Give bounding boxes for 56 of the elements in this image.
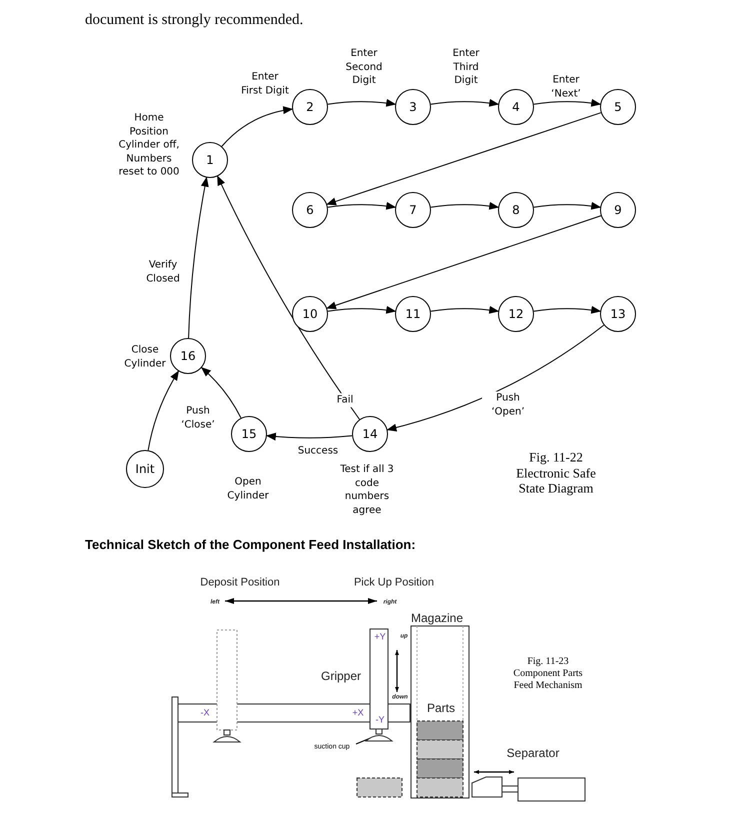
state-circle: 16 [170,338,206,374]
state-circle: 7 [395,192,431,228]
state-note: Open Cylinder [226,476,270,502]
arrow [533,306,602,314]
arrow [327,99,396,107]
arrow [326,215,602,310]
arrow [533,202,602,210]
axis-label: +Y [374,632,386,642]
arrow [188,176,209,338]
position-label: Deposit Position [200,576,280,590]
state-circle: 12 [498,296,534,332]
part-label: Parts [427,700,455,716]
part-label: Separator [506,746,560,760]
part-label: Gripper [321,668,361,684]
body-text: document is strongly recommended. [85,11,304,29]
edge-label: Fail [336,393,354,407]
state-circle: 5 [600,89,636,125]
axis-label: -Y [376,714,384,726]
arrow [200,367,242,418]
state-circle: 1 [192,142,228,178]
state-circle: 6 [292,192,328,228]
arrow [533,98,602,107]
state-circle: 9 [600,192,636,228]
state-circle: 8 [498,192,534,228]
state-note: Home Position Cylinder off, Numbers reset to 000 [118,111,180,179]
arrow [221,106,294,147]
part-label: Magazine [410,610,464,626]
state-circle: 10 [292,296,328,332]
state-note: Close Cylinder [123,344,167,370]
arrow [148,370,179,451]
arrow [266,432,353,441]
state-circle: 3 [395,89,431,125]
state-circle: Init [126,450,164,488]
axis-label: +X [352,708,364,718]
arrow [386,324,604,432]
state-circle: 2 [292,89,328,125]
state-note: Test if all 3 code numbers agree [339,463,395,517]
suction-cup-drawing [366,735,392,742]
figure-caption: Fig. 11-22 Electronic Safe State Diagram [515,450,597,496]
arrow [430,306,500,314]
arrow [326,112,602,206]
arrow [327,306,396,314]
position-label: Pick Up Position [354,576,434,590]
figure-caption: Fig. 11-23 Component Parts Feed Mechanism [512,656,584,692]
section-heading: Technical Sketch of the Component Feed Installation: [85,537,416,553]
state-circle: 14 [352,416,388,452]
state-circle: 11 [395,296,431,332]
arrow [430,99,500,107]
edge-label: Enter First Digit [239,70,291,98]
axis-label: -X [200,708,210,718]
state-circle: 15 [231,416,267,452]
arrow [327,202,396,210]
state-circle: 4 [498,89,534,125]
arrow [430,202,500,210]
arrow [217,175,360,420]
state-circle: 13 [600,296,636,332]
